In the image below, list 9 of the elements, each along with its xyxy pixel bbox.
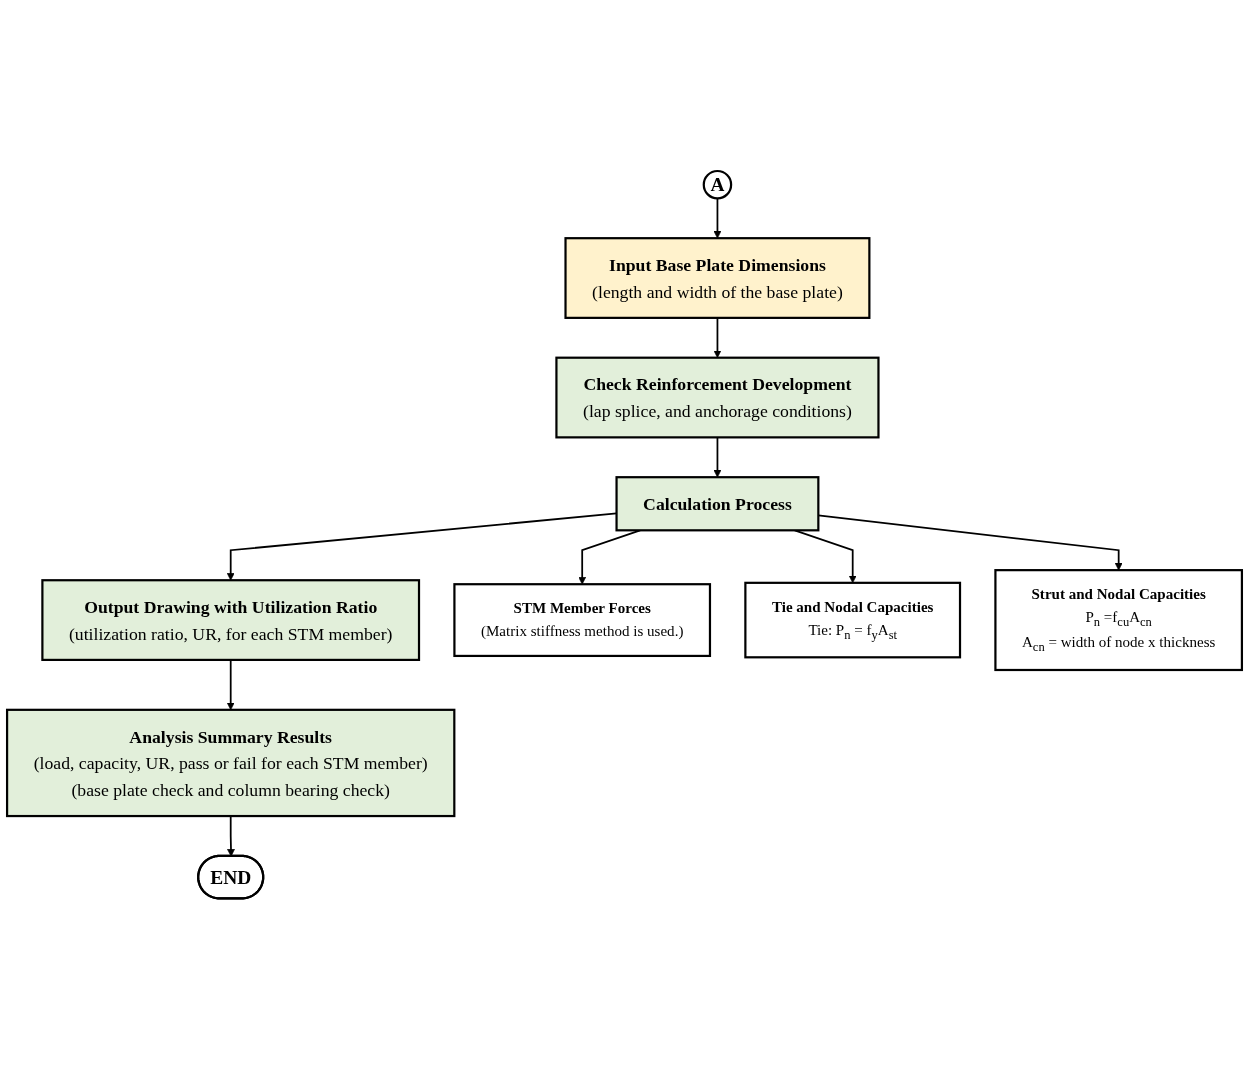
node-box: Output Drawing with Utilization Ratio (utilization ratio, UR, for each STM member) — [41, 578, 421, 661]
node-box: Analysis Summary Results (load, capacity, UR, pass or fail for each STM member) (base plate check and column bearing check) — [6, 708, 456, 817]
node-circle: A — [702, 169, 733, 200]
node-box: Strut and Nodal Capacities P$_{n}$ =f$_{cu}$A$_{cn}$ A$_{cn}$ = width of node x thickness — [994, 568, 1243, 671]
node-box: Input Base Plate Dimensions (length and width of the base plate) — [564, 236, 871, 319]
node-box: Calculation Process — [615, 475, 820, 532]
node-box: Tie and Nodal Capacities Tie: P$_{n}$ = f$_{y}$A$_{st}$ — [744, 581, 962, 659]
node-box: Check Reinforcement Development (lap splice, and anchorage conditions) — [555, 356, 880, 439]
node-box: STM Member Forces (Matrix stiffness method is used.) — [453, 582, 712, 657]
